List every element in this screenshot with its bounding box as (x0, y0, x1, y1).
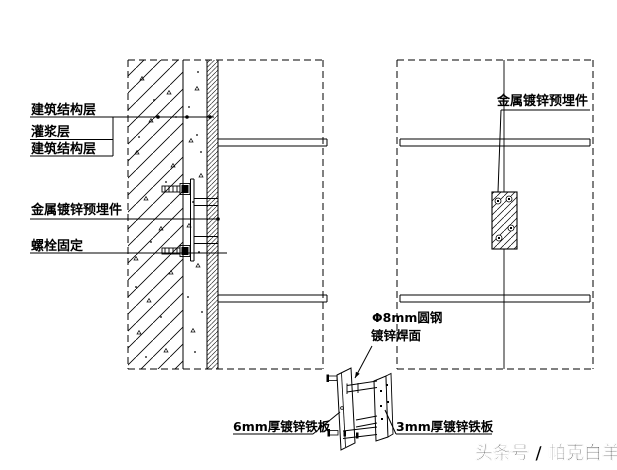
panel-layer (207, 60, 218, 369)
section-dashed-border (127, 59, 324, 370)
concrete-structure-layer (128, 60, 183, 369)
elevation-dashed-border (396, 59, 594, 370)
section-view: 建筑结构层 灌浆层 建筑结构层 金属镀锌预埋件 螺栓固定 (30, 59, 328, 370)
leader-arrowhead (355, 371, 360, 378)
section-leaders (30, 115, 227, 254)
label-embed-part-right: 金属镀锌预埋件 (496, 93, 588, 109)
leader-round-steel (354, 345, 373, 379)
label-round-steel-line1: Φ8mm圆钢 (372, 310, 442, 325)
round-steel-rod-top (346, 380, 378, 394)
rod-bolt-marks (343, 430, 359, 439)
section-rails (218, 138, 328, 303)
plate-6mm (336, 367, 356, 451)
elevation-view: 金属镀锌预埋件 (396, 59, 594, 370)
plate-3mm-side (385, 372, 394, 438)
plate-3mm-bolt-marks (380, 384, 389, 420)
label-round-steel-line2: 镀锌焊面 (371, 328, 422, 343)
label-structure-layer-top: 建筑结构层 (31, 102, 96, 118)
plate-studs (326, 374, 344, 437)
elevation-rails (399, 138, 591, 303)
leader-6mm (233, 411, 341, 435)
label-embed-part-left: 金属镀锌预埋件 (30, 202, 122, 218)
grout-layer (183, 60, 207, 369)
anchor-bolt-upper (161, 183, 191, 195)
label-grout-layer: 灌浆层 (31, 124, 70, 140)
embedded-plate (190, 178, 195, 262)
label-plate-3mm: 3mm厚镀锌铁板 (396, 419, 494, 434)
round-steel-rod-bottom (342, 426, 378, 439)
connector-members (194, 198, 218, 244)
label-bolt-fixing: 螺栓固定 (31, 238, 83, 254)
embedded-part-elevation (491, 191, 518, 250)
connector-detail: Φ8mm圆钢 镀锌焊面 6mm厚镀锌铁板 3mm厚镀锌铁板 (233, 310, 494, 451)
label-structure-layer-bottom: 建筑结构层 (31, 141, 96, 157)
watermark-text: 头条号 / 帕克白羊 (475, 442, 617, 464)
grout-aggregate-marks (186, 71, 204, 353)
round-steel-rod-middle (355, 415, 378, 428)
layer-boundaries (182, 60, 219, 369)
anchor-bolt-lower (161, 245, 191, 257)
elevation-leader (497, 109, 590, 193)
label-plate-6mm: 6mm厚镀锌铁板 (233, 419, 331, 434)
leader-3mm (384, 409, 492, 435)
